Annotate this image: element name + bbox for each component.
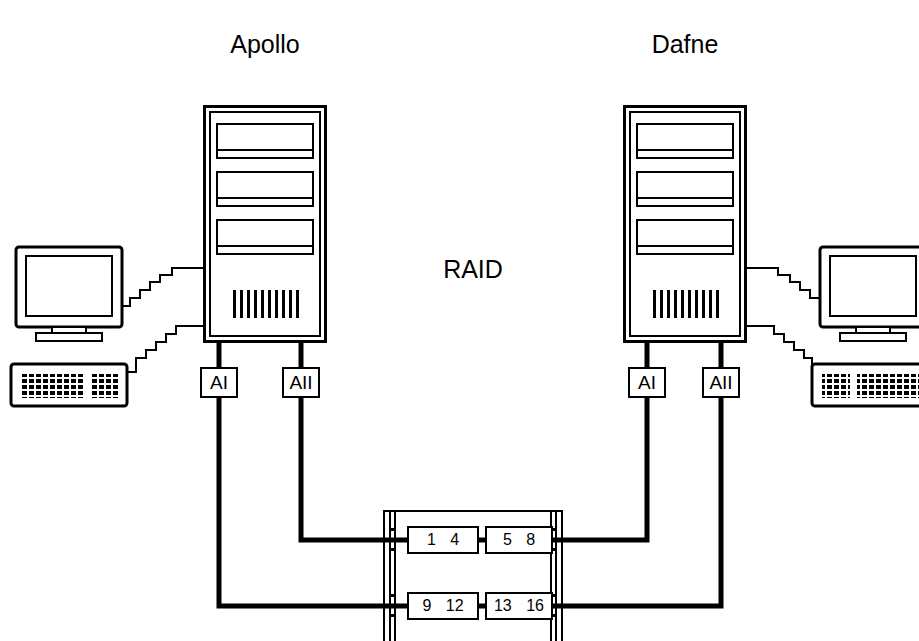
bay-line [217, 245, 313, 247]
rack-rails [390, 510, 556, 641]
keyboard-case [11, 364, 127, 406]
node-heading: Dafne [652, 30, 719, 59]
server-box: Apollo [203, 105, 327, 343]
vent-grille [651, 290, 721, 318]
disk-group: 1 4 [407, 526, 479, 554]
node-heading: Apollo [230, 30, 300, 59]
raid-rack: RAID1 45 89 1213 16 [383, 510, 563, 641]
drive-bay [637, 124, 733, 158]
disk-group: 9 12 [407, 592, 479, 620]
cable [299, 343, 304, 367]
bay-line [217, 149, 313, 151]
rack-hole [391, 548, 394, 551]
adapter-box: AI [628, 367, 666, 398]
node-label: 5 8 [503, 532, 535, 548]
rack-hole [391, 594, 394, 597]
node-label: AII [709, 373, 732, 392]
drive-bays [637, 124, 733, 254]
node-label: 1 4 [427, 532, 459, 548]
drive-bay [637, 172, 733, 206]
vent-grille [231, 290, 301, 318]
drive-bay [217, 172, 313, 206]
cable [219, 398, 407, 606]
server-box: Dafne [623, 105, 747, 343]
monitor [820, 247, 919, 341]
keyboard [812, 364, 919, 406]
monitor-case [820, 247, 919, 327]
node-label: AI [638, 373, 656, 392]
node-label: 13 16 [494, 598, 544, 614]
node-label: AII [289, 373, 312, 392]
bay-line [637, 149, 733, 151]
cable [553, 398, 721, 606]
node-label: 9 12 [422, 598, 463, 614]
keyboard-keys [857, 374, 919, 398]
monitor [16, 247, 122, 341]
monitor-base [840, 333, 906, 341]
cable [301, 398, 407, 540]
rack-rail [555, 510, 557, 641]
keyboard-keys [22, 374, 85, 398]
bay-line [217, 197, 313, 199]
drive-bay [217, 124, 313, 158]
cable [645, 343, 650, 367]
disk-group: 5 8 [485, 526, 553, 554]
cable [217, 343, 222, 367]
keyboard-keys [92, 374, 120, 398]
monitor-base [36, 333, 102, 341]
cable [553, 398, 647, 540]
adapter-box: AII [702, 367, 740, 398]
adapter-box: AI [200, 367, 238, 398]
keyboard-keys [822, 374, 850, 398]
monitor-cable [747, 268, 820, 298]
keyboard [11, 364, 127, 406]
drive-bay [217, 220, 313, 254]
monitor-screen [830, 256, 916, 316]
adapter-box: AII [282, 367, 320, 398]
drive-bay [637, 220, 733, 254]
cable [719, 343, 724, 367]
bay-line [637, 245, 733, 247]
bay-line [637, 197, 733, 199]
drive-bays [217, 124, 313, 254]
node-heading: RAID [443, 255, 503, 284]
rack-hole [391, 528, 394, 531]
keyboard-cable [127, 326, 203, 372]
monitor-case [16, 247, 122, 327]
node-label: AI [210, 373, 228, 392]
monitor-cable [122, 268, 203, 306]
keyboard-case [812, 364, 919, 406]
keyboard-cable [747, 326, 812, 372]
monitor-screen [26, 256, 112, 316]
rack-rail [394, 510, 396, 641]
disk-group: 13 16 [485, 592, 553, 620]
rack-rail [389, 510, 391, 641]
rack-hole [391, 614, 394, 617]
